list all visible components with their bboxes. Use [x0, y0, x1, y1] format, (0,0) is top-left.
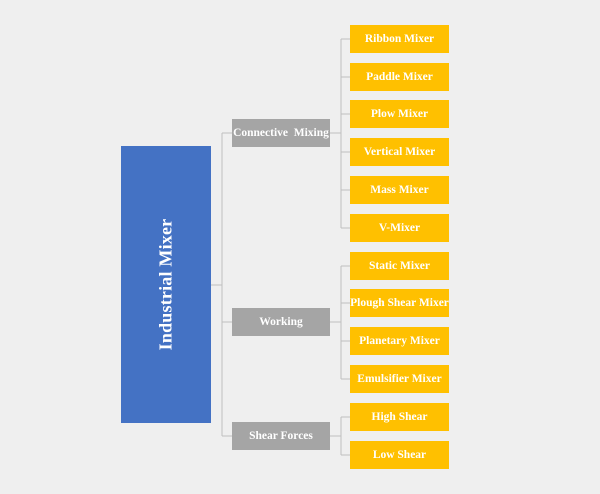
leaf-label: Ribbon Mixer — [364, 33, 435, 45]
leaf-node-high-shear: High Shear — [350, 403, 449, 431]
leaf-node-mass-mixer: Mass Mixer — [350, 176, 449, 204]
category-label: Connective Mixing — [233, 127, 329, 139]
leaf-node-plough-shear-mixer: Plough Shear Mixer — [350, 289, 449, 317]
leaf-node-ribbon-mixer: Ribbon Mixer — [350, 25, 449, 53]
leaf-label: Mass Mixer — [370, 184, 429, 196]
category-label: Working — [259, 316, 303, 328]
category-node-connective-mixing: Connective Mixing — [232, 119, 330, 147]
leaf-label: V-Mixer — [378, 222, 421, 234]
category-label: Shear Forces — [249, 430, 313, 442]
leaf-node-low-shear: Low Shear — [350, 441, 449, 469]
leaf-label: High Shear — [371, 411, 428, 423]
leaf-label: Static Mixer — [369, 260, 430, 272]
leaf-node-static-mixer: Static Mixer — [350, 252, 449, 280]
leaf-node-paddle-mixer: Paddle Mixer — [350, 63, 449, 91]
category-node-working: Working — [232, 308, 330, 336]
root-node: Industrial Mixer — [121, 146, 211, 423]
leaf-label: Plow Mixer — [370, 108, 429, 120]
leaf-node-vertical-mixer: Vertical Mixer — [350, 138, 449, 166]
root-label: Industrial Mixer — [155, 218, 176, 351]
leaf-node-plow-mixer: Plow Mixer — [350, 100, 449, 128]
leaf-label: Planetary Mixer — [359, 335, 440, 347]
leaf-label: Low Shear — [372, 449, 427, 461]
leaf-node-planetary-mixer: Planetary Mixer — [350, 327, 449, 355]
leaf-label: Emulsifier Mixer — [357, 373, 442, 385]
leaf-label: Plough Shear Mixer — [350, 297, 449, 309]
leaf-node-emulsifier-mixer: Emulsifier Mixer — [350, 365, 449, 393]
category-node-shear-forces: Shear Forces — [232, 422, 330, 450]
leaf-node-v-mixer: V-Mixer — [350, 214, 449, 242]
leaf-label: Paddle Mixer — [366, 71, 433, 83]
leaf-label: Vertical Mixer — [363, 146, 436, 158]
